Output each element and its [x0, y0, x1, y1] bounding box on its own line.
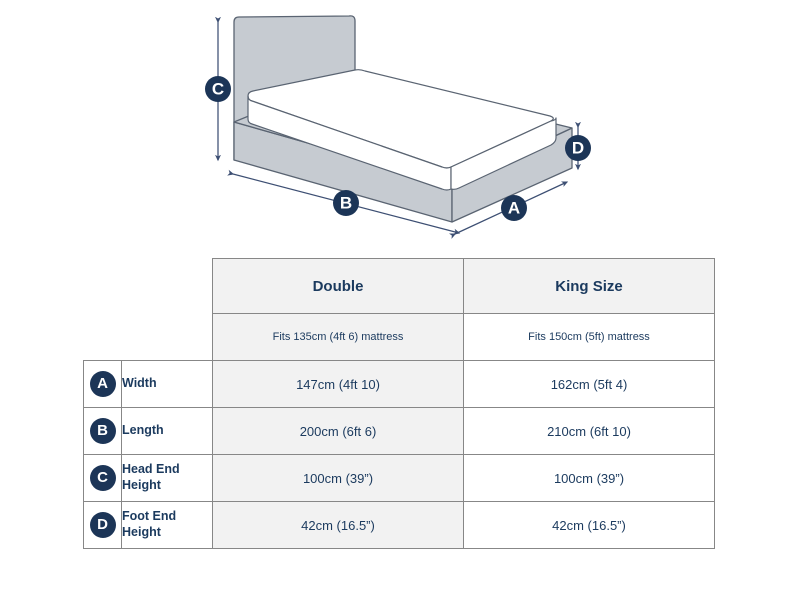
column-header-king: King Size: [463, 258, 715, 314]
table-row: C Head End Height 100cm (39”) 100cm (39”…: [83, 454, 715, 502]
table-row: A Width 147cm (4ft 10) 162cm (5ft 4): [83, 360, 715, 408]
bed-diagram: C B A D: [0, 0, 800, 250]
row-label-head-end-height: Head End Height: [121, 454, 213, 502]
cell-width-double: 147cm (4ft 10): [212, 360, 464, 408]
cell-foot-end-height-double: 42cm (16.5”): [212, 501, 464, 549]
table-header-row: Double King Size: [84, 258, 715, 314]
cell-length-double: 200cm (6ft 6): [212, 407, 464, 455]
dimensions-table: Double King Size Fits 135cm (4ft 6) matt…: [83, 258, 715, 549]
bed-illustration-svg: C B A D: [205, 15, 591, 239]
diagram-badge-c-letter: C: [212, 80, 224, 99]
row-badge-b-cell: B: [83, 407, 122, 455]
table-row: B Length 200cm (6ft 6) 210cm (6ft 10): [83, 407, 715, 455]
header-spacer-label: [122, 259, 213, 314]
row-badge-c: C: [89, 465, 116, 491]
cell-head-end-height-king: 100cm (39”): [463, 454, 715, 502]
table-row: D Foot End Height 42cm (16.5”) 42cm (16.…: [83, 501, 715, 549]
cell-foot-end-height-king: 42cm (16.5”): [463, 501, 715, 549]
row-badge-d: D: [89, 512, 116, 538]
row-label-foot-end-height: Foot End Height: [121, 501, 213, 549]
header-spacer-badge: [84, 259, 122, 314]
cell-head-end-height-double: 100cm (39”): [212, 454, 464, 502]
diagram-badge-a: A: [501, 195, 527, 221]
cell-width-king: 162cm (5ft 4): [463, 360, 715, 408]
diagram-badge-b: B: [333, 190, 359, 216]
diagram-badge-b-letter: B: [340, 194, 352, 213]
row-badge-a-cell: A: [83, 360, 122, 408]
row-label-width: Width: [121, 360, 213, 408]
row-badge-d-cell: D: [83, 501, 122, 549]
diagram-badge-a-letter: A: [508, 199, 520, 218]
column-subtitle-king: Fits 150cm (5ft) mattress: [463, 313, 715, 361]
table-subheader-row: Fits 135cm (4ft 6) mattress Fits 150cm (…: [84, 313, 715, 361]
row-badge-c-cell: C: [83, 454, 122, 502]
diagram-badge-c: C: [205, 76, 231, 102]
subheader-spacer-label: [122, 314, 213, 361]
column-subtitle-double: Fits 135cm (4ft 6) mattress: [212, 313, 464, 361]
diagram-badge-d: D: [565, 135, 591, 161]
column-header-double: Double: [212, 258, 464, 314]
cell-length-king: 210cm (6ft 10): [463, 407, 715, 455]
diagram-badge-d-letter: D: [572, 139, 584, 158]
bed-body: [233, 15, 573, 223]
row-badge-b: B: [89, 418, 116, 444]
row-badge-a: A: [89, 371, 116, 397]
subheader-spacer-badge: [84, 314, 122, 361]
row-label-length: Length: [121, 407, 213, 455]
